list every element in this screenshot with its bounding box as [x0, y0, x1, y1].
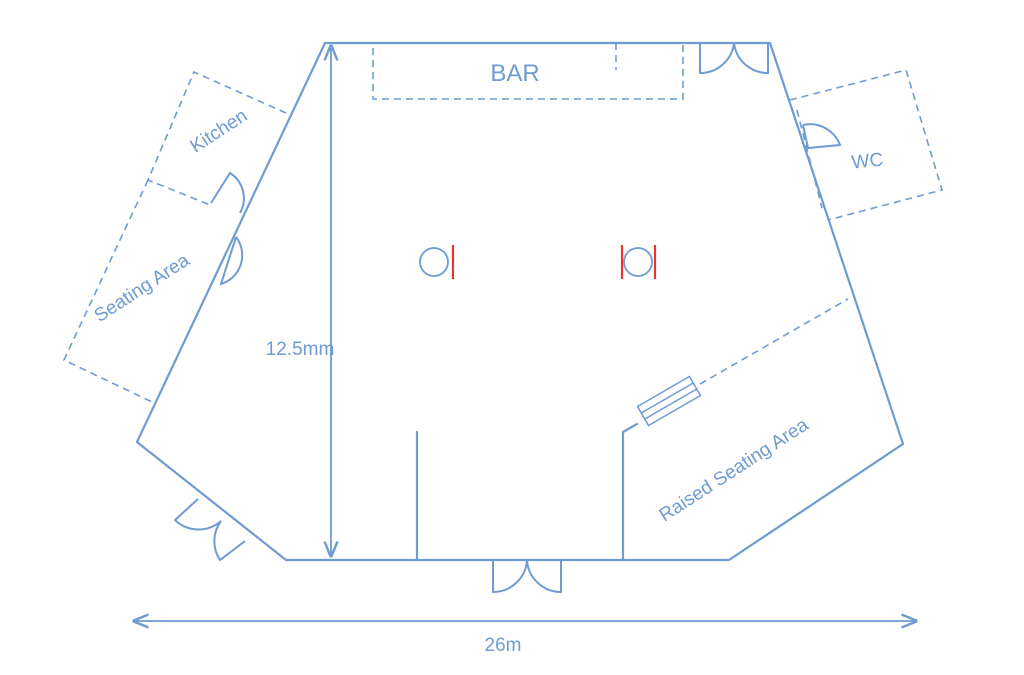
height-dimension-label: 12.5mm	[266, 339, 335, 360]
wc-outline	[789, 69, 944, 221]
wc-inner-wall	[796, 109, 823, 209]
double-door-icon	[492, 559, 562, 594]
seating-area-label: Seating Area	[91, 250, 194, 327]
door-icon	[219, 236, 244, 286]
door-icon	[802, 123, 842, 150]
steps-icon	[636, 375, 702, 427]
fixture-icon	[620, 245, 657, 279]
door-icon	[210, 171, 245, 214]
fixture-icon	[419, 245, 455, 279]
raised-seating-partition	[621, 422, 639, 562]
raised-seating-boundary	[699, 298, 849, 385]
width-dimension-label: 26m	[485, 635, 522, 656]
bar-counter	[372, 42, 684, 100]
double-door-icon	[699, 42, 769, 75]
double-door-icon	[173, 498, 246, 562]
seating-area-outline	[62, 179, 153, 403]
main-room-outline	[135, 41, 905, 562]
bar-label: BAR	[490, 60, 539, 87]
wc-label: WC	[851, 149, 885, 173]
kitchen-label: Kitchen	[187, 105, 252, 157]
kitchen-outline	[146, 70, 287, 206]
raised-seating-area-label: Raised Seating Area	[656, 414, 813, 526]
